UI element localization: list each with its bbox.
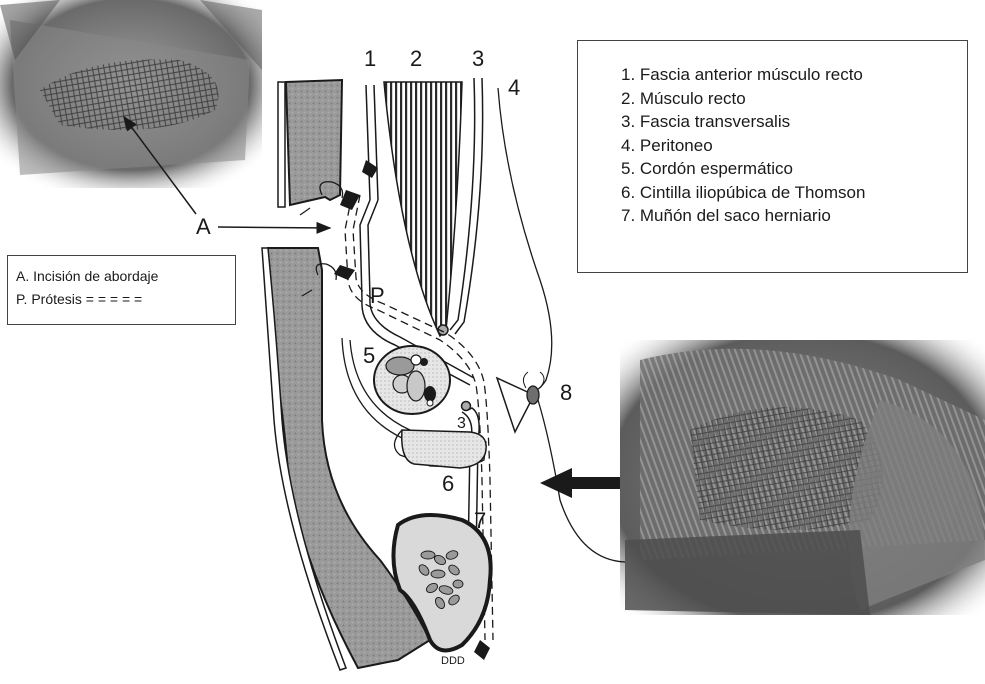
- label-A: A: [196, 216, 211, 238]
- key-line-prosthesis: P. Prótesis = = = = =: [16, 288, 235, 311]
- legend-item-3: 3. Fascia transversalis: [621, 110, 967, 134]
- legend-box: 1. Fascia anterior músculo recto 2. Músc…: [577, 40, 968, 273]
- label-8: 8: [560, 382, 572, 404]
- label-5: 5: [363, 345, 375, 367]
- label-DDD: DDD: [441, 656, 465, 667]
- legend-item-4: 4. Peritoneo: [621, 134, 967, 158]
- key-line-incision: A. Incisión de abordaje: [16, 265, 235, 288]
- rectus-muscle: [384, 82, 462, 336]
- label-2: 2: [410, 48, 422, 70]
- label-P: P: [370, 285, 385, 307]
- legend-item-7: 7. Muñón del saco herniario: [621, 204, 967, 228]
- legend-item-1: 1. Fascia anterior músculo recto: [621, 63, 967, 87]
- legend-list: 1. Fascia anterior músculo recto 2. Músc…: [578, 41, 967, 228]
- legend-item-2: 2. Músculo recto: [621, 87, 967, 111]
- label-7: 7: [474, 510, 486, 532]
- photo-mesh-top-left: [0, 0, 262, 188]
- arrow-photo-bottom: [540, 468, 620, 498]
- spermatic-cord: [374, 346, 450, 414]
- photo-mesh-bottom-right: [620, 340, 985, 615]
- label-6: 6: [442, 473, 454, 495]
- label-4: 4: [508, 77, 520, 99]
- abdominal-wall-upper: [278, 80, 342, 207]
- abdominal-wall-lower: [262, 248, 430, 670]
- label-3-small: 3: [457, 416, 466, 432]
- label-1: 1: [364, 48, 376, 70]
- label-3: 3: [472, 48, 484, 70]
- legend-item-6: 6. Cintilla iliopúbica de Thomson: [621, 181, 967, 205]
- key-box: A. Incisión de abordaje P. Prótesis = = …: [7, 255, 236, 325]
- legend-item-5: 5. Cordón espermático: [621, 157, 967, 181]
- arrow-incision: [218, 227, 330, 228]
